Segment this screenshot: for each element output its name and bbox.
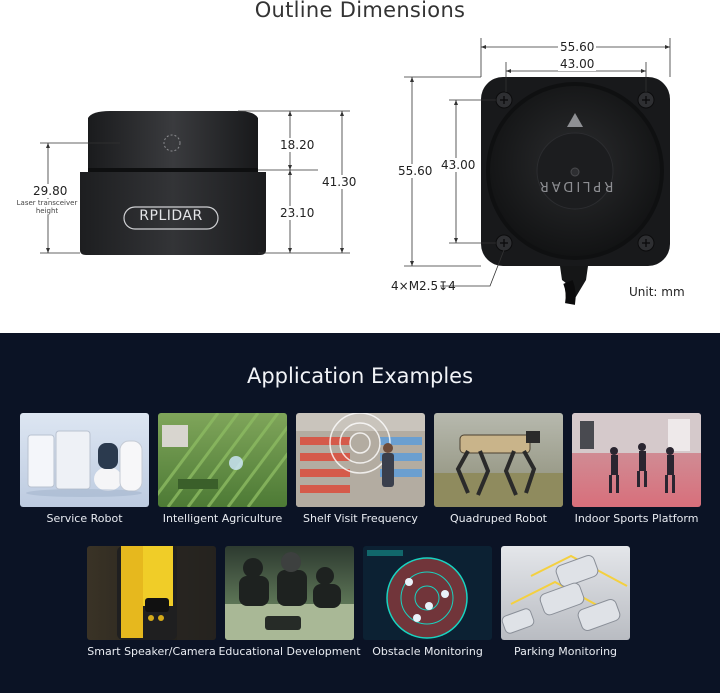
application-label: Intelligent Agriculture — [162, 512, 283, 525]
height-inner-label: 43.00 — [440, 158, 477, 172]
application-examples-title: Application Examples — [246, 364, 474, 388]
parking-monitoring-image — [501, 546, 630, 640]
application-label: Obstacle Monitoring — [372, 645, 483, 658]
application-examples-section: Application Examples Service Robot — [0, 333, 720, 693]
dimension-arrowheads — [46, 45, 670, 266]
dimension-drawing — [40, 38, 671, 305]
application-label: Smart Speaker/Camera — [87, 645, 216, 658]
cap-height-label: 18.20 — [279, 138, 316, 152]
top-dimension-lines — [404, 38, 671, 287]
educational-image — [225, 546, 354, 640]
lidar-side-view — [80, 111, 266, 255]
top-width-inner-label: 43.00 — [558, 57, 597, 71]
application-label: Parking Monitoring — [513, 645, 618, 658]
application-label: Indoor Sports Platform — [574, 512, 699, 525]
application-card-educational-development: Educational Development — [218, 546, 361, 658]
laser-height-caption: Laser transceiver height — [14, 199, 80, 215]
application-label: Quadruped Robot — [450, 512, 547, 525]
rplidar-side-logo: RPLIDAR — [139, 208, 203, 224]
lidar-top-view — [481, 77, 670, 305]
outline-dimensions-title: Outline Dimensions — [254, 0, 466, 22]
shelf-image — [296, 413, 425, 507]
application-label: Service Robot — [46, 512, 123, 525]
agriculture-image — [158, 413, 287, 507]
service-robot-image — [20, 413, 149, 507]
application-card-smart-speaker-camera: Smart Speaker/Camera — [87, 546, 216, 658]
height-outer-label: 55.60 — [397, 164, 434, 178]
unit-label: Unit: mm — [629, 285, 685, 299]
application-card-parking-monitoring: Parking Monitoring — [501, 546, 630, 658]
obstacle-monitoring-image — [363, 546, 492, 640]
top-width-outer-label: 55.60 — [558, 40, 597, 54]
body-height-label: 23.10 — [279, 206, 316, 220]
laser-height-label: 29.80 — [32, 184, 69, 198]
application-label: Educational Development — [218, 645, 361, 658]
application-card-quadruped-robot: Quadruped Robot — [434, 413, 563, 525]
quadruped-image — [434, 413, 563, 507]
rplidar-top-logo: RPLIDAR — [536, 178, 614, 193]
application-label: Shelf Visit Frequency — [303, 512, 418, 525]
application-card-obstacle-monitoring: Obstacle Monitoring — [363, 546, 492, 658]
application-card-service-robot: Service Robot — [20, 413, 149, 525]
application-card-intelligent-agriculture: Intelligent Agriculture — [158, 413, 287, 525]
screw-spec-label: 4×M2.5↧4 — [391, 279, 456, 293]
application-card-shelf-visit-frequency: Shelf Visit Frequency — [296, 413, 425, 525]
indoor-sports-image — [572, 413, 701, 507]
application-card-indoor-sports-platform: Indoor Sports Platform — [572, 413, 701, 525]
smart-speaker-image — [87, 546, 216, 640]
outline-dimensions-section: Outline Dimensions — [0, 0, 720, 333]
total-height-label: 41.30 — [321, 175, 358, 189]
